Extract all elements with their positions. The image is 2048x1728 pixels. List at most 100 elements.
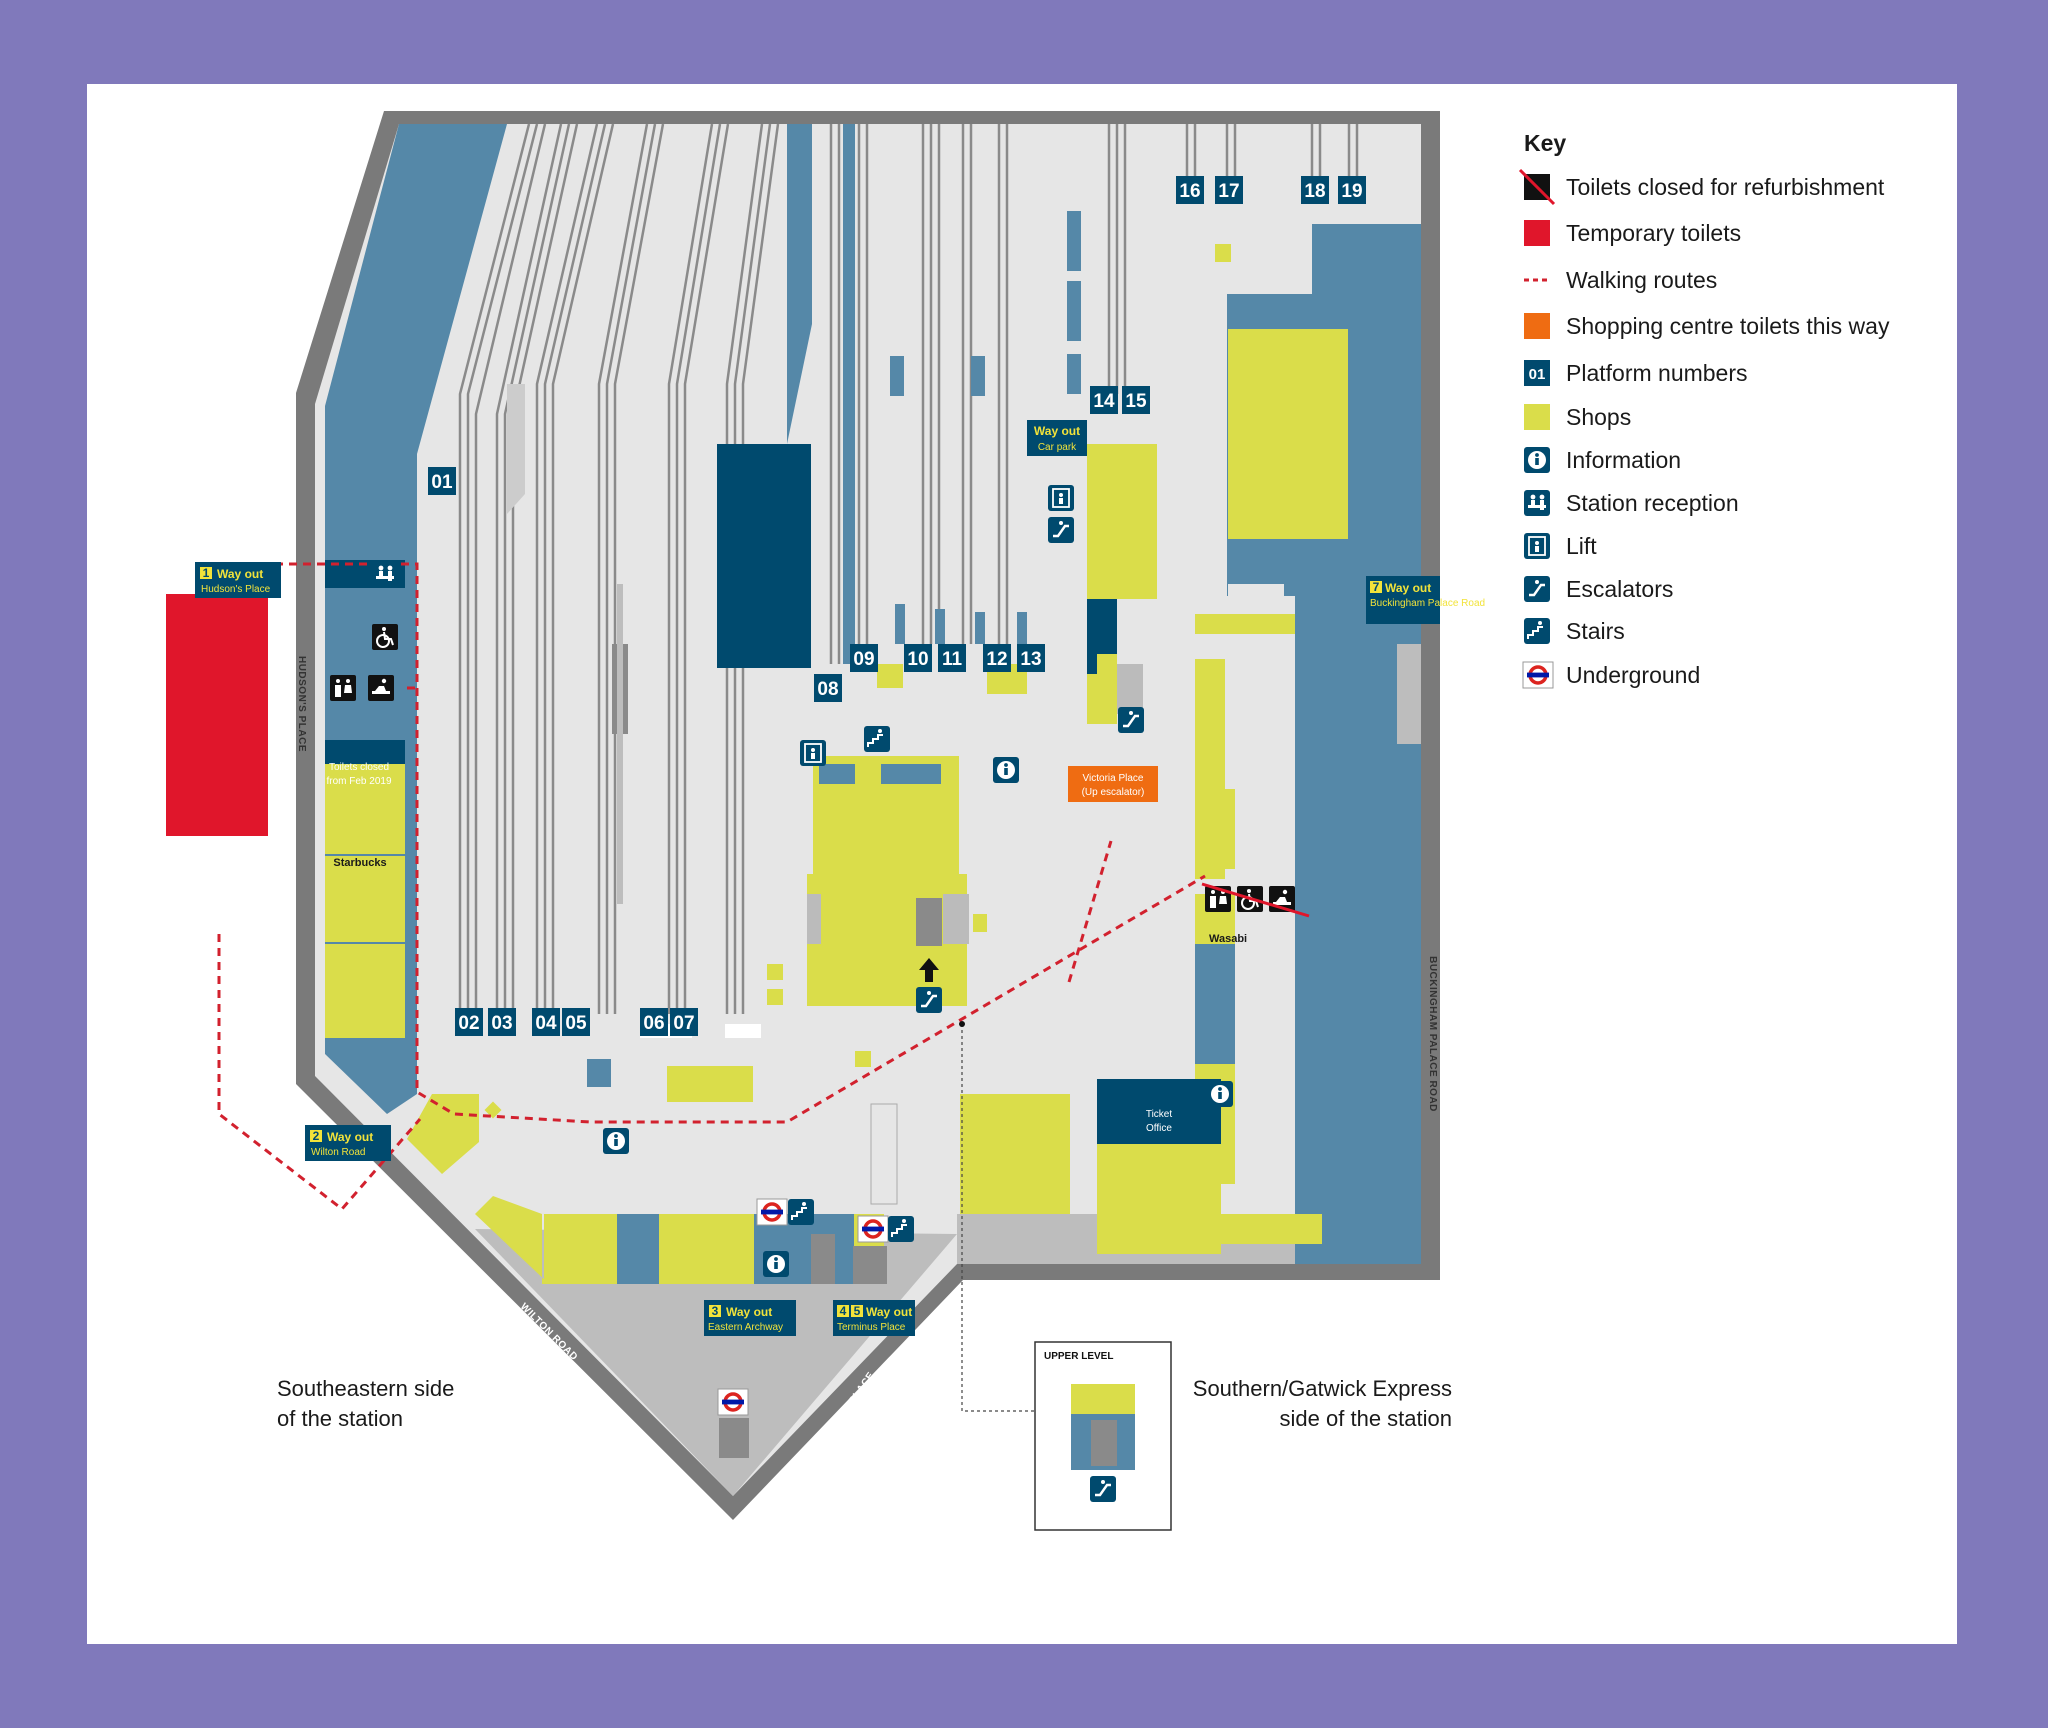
exit-2-sign: 2 Way out Wilton Road xyxy=(305,1125,391,1161)
svg-text:1: 1 xyxy=(203,566,210,580)
svg-text:4: 4 xyxy=(840,1304,847,1318)
platform-01: 01 xyxy=(431,472,453,493)
exit-1-sign: 1 Way out Hudson's Place xyxy=(195,562,281,598)
platform-17: 17 xyxy=(1218,181,1239,202)
exit-7-sign: 7 Way out Buckingham Palace Road xyxy=(1366,576,1485,624)
central-dark-block xyxy=(717,444,811,668)
southern-side-label-2: side of the station xyxy=(1280,1406,1452,1431)
shop-p14 xyxy=(1087,444,1157,599)
station-map: 01 02 03 04 05 06 07 08 09 10 11 12 13 1… xyxy=(166,111,1890,1531)
svg-text:3: 3 xyxy=(712,1304,719,1318)
svg-text:Hudson's Place: Hudson's Place xyxy=(201,584,271,595)
platform-09: 09 xyxy=(853,649,874,670)
upper-level-inset: UPPER LEVEL xyxy=(1034,1341,1172,1531)
starbucks-label: Starbucks xyxy=(333,857,386,869)
ticket-office-label-1: Ticket xyxy=(1146,1109,1173,1120)
key-shopping-toilets: Shopping centre toilets this way xyxy=(1524,313,1890,339)
svg-text:Way out: Way out xyxy=(1385,581,1431,595)
svg-text:Lift: Lift xyxy=(1566,533,1597,559)
platform-04: 04 xyxy=(535,1013,557,1034)
hudsons-place-road: HUDSON'S PLACE xyxy=(296,656,307,752)
svg-text:Way out: Way out xyxy=(217,567,263,581)
underground-stairs-3 xyxy=(719,1418,749,1458)
shop-west-3 xyxy=(325,944,405,1038)
key-platform-numbers: 01 Platform numbers xyxy=(1524,360,1748,386)
platform-13: 13 xyxy=(1020,649,1041,670)
stairs-icon-1 xyxy=(863,725,891,753)
svg-text:Platform numbers: Platform numbers xyxy=(1566,360,1748,386)
exit-3-sign: 3 Way out Eastern Archway xyxy=(704,1300,796,1336)
svg-text:UPPER LEVEL: UPPER LEVEL xyxy=(1044,1351,1113,1362)
svg-text:Information: Information xyxy=(1566,447,1681,473)
svg-text:Escalators: Escalators xyxy=(1566,576,1673,602)
key-underground: Underground xyxy=(1521,660,1700,690)
central-strip xyxy=(787,124,812,444)
svg-text:Temporary toilets: Temporary toilets xyxy=(1566,220,1741,246)
platform-badges: 01 02 03 04 05 06 07 08 09 10 11 12 13 1… xyxy=(428,176,1366,1036)
lift-icon-1 xyxy=(799,739,827,767)
svg-text:Shops: Shops xyxy=(1566,404,1631,430)
lift-icon-carpark xyxy=(1047,484,1075,512)
toilets-icon xyxy=(330,675,356,701)
svg-text:Wilton Road: Wilton Road xyxy=(311,1147,365,1158)
escalator-icon-central xyxy=(914,985,944,1015)
svg-text:2: 2 xyxy=(313,1129,320,1143)
svg-text:Car park: Car park xyxy=(1038,442,1077,453)
key-lift: Lift xyxy=(1523,532,1597,560)
key-walking-routes: Walking routes xyxy=(1524,267,1717,293)
ticket-office xyxy=(1097,1079,1221,1144)
southern-side-label: Southern/Gatwick Express xyxy=(1193,1376,1452,1401)
victoria-place-sign: Victoria Place (Up escalator) xyxy=(1068,766,1158,802)
upper-level-link xyxy=(961,1024,1055,1412)
escalator-icon-p14 xyxy=(1116,705,1146,735)
buckingham-palace-road: BUCKINGHAM PALACE ROAD xyxy=(1427,956,1438,1112)
reception-icon xyxy=(372,561,398,587)
svg-text:Station reception: Station reception xyxy=(1566,490,1739,516)
platform-18: 18 xyxy=(1304,181,1325,202)
platform-03: 03 xyxy=(491,1013,512,1034)
car-park-exit-sign: Way out Car park xyxy=(1027,420,1087,456)
platform-16: 16 xyxy=(1179,181,1200,202)
info-icon-east xyxy=(1207,1081,1233,1107)
platform-14: 14 xyxy=(1093,391,1115,412)
shop-south-1 xyxy=(960,1094,1070,1214)
wasabi-shop xyxy=(1195,789,1235,869)
svg-text:Walking routes: Walking routes xyxy=(1566,267,1717,293)
platform-19: 19 xyxy=(1341,181,1362,202)
svg-text:5: 5 xyxy=(854,1304,861,1318)
platform-06: 06 xyxy=(643,1013,664,1034)
stairs-icon-ug2 xyxy=(887,1215,915,1243)
accessible-toilet-icon xyxy=(371,623,399,651)
ticket-office-label-2: Office xyxy=(1146,1123,1172,1134)
key-title: Key xyxy=(1524,130,1566,156)
southeastern-side-label: Southeastern side xyxy=(277,1376,454,1401)
svg-text:Way out: Way out xyxy=(866,1305,912,1319)
map-key: Key Toilets closed for refurbishment Tem… xyxy=(1518,130,1890,690)
key-information: Information xyxy=(1524,447,1681,473)
platform-12: 12 xyxy=(986,649,1007,670)
temporary-toilets xyxy=(166,594,268,836)
southeastern-side-label-2: of the station xyxy=(277,1406,403,1431)
stairs-icon-ug1 xyxy=(787,1198,815,1226)
key-station-reception: Station reception xyxy=(1524,490,1739,516)
terminus-forecourt xyxy=(475,1229,957,1496)
tracks-southern xyxy=(829,124,1359,664)
exit-4-5-sign: 4 5 Way out Terminus Place xyxy=(833,1300,915,1336)
svg-text:Stairs: Stairs xyxy=(1566,618,1625,644)
underground-icon-2 xyxy=(856,1214,890,1244)
svg-text:Way out: Way out xyxy=(1034,424,1080,438)
up-arrow-icon xyxy=(919,958,939,982)
key-temporary-toilets: Temporary toilets xyxy=(1524,220,1741,246)
svg-text:Victoria Place: Victoria Place xyxy=(1083,773,1144,784)
wasabi-label: Wasabi xyxy=(1209,933,1247,945)
svg-text:Eastern Archway: Eastern Archway xyxy=(708,1322,783,1333)
underground-icon-3 xyxy=(716,1387,750,1417)
platform-07: 07 xyxy=(673,1013,694,1034)
platform-11: 11 xyxy=(942,649,963,670)
svg-text:Way out: Way out xyxy=(327,1130,373,1144)
platform-05: 05 xyxy=(565,1013,587,1034)
map-card: 01 02 03 04 05 06 07 08 09 10 11 12 13 1… xyxy=(87,84,1957,1644)
baby-change-icon xyxy=(368,675,394,701)
escalator-stair-central xyxy=(916,898,942,946)
svg-text:Underground: Underground xyxy=(1566,662,1700,688)
